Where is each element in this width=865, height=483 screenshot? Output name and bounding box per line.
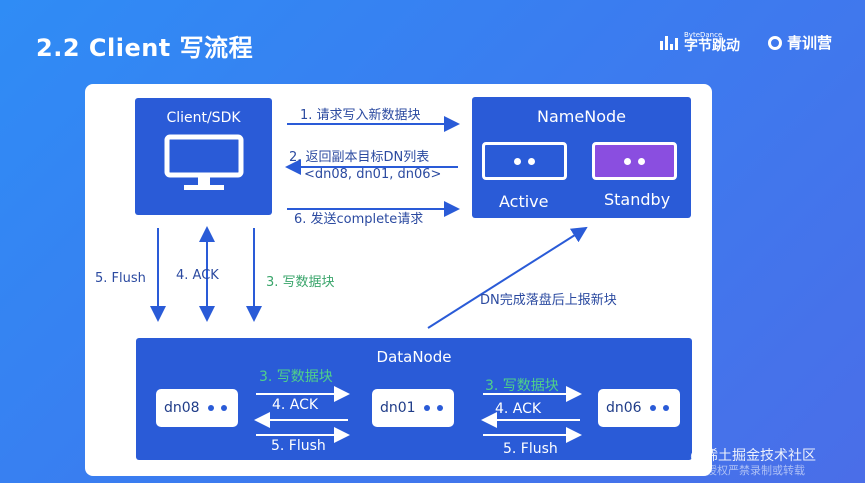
monitor-icon xyxy=(164,134,244,190)
page-title: 2.2 Client 写流程 xyxy=(36,34,254,62)
step2-label: 2. 返回副本目标DN列表 xyxy=(289,150,430,165)
report-label: DN完成落盘后上报新块 xyxy=(480,293,617,308)
step2-list-label: <dn08, dn01, dn06> xyxy=(304,167,442,182)
pipeline-left-write-label: 3. 写数据块 xyxy=(259,369,333,385)
pipeline-right-write-label: 3. 写数据块 xyxy=(485,378,559,394)
write-label: 3. 写数据块 xyxy=(266,275,335,290)
pipeline-left-flush-label: 5. Flush xyxy=(271,438,326,454)
datanode-dn01: dn01 xyxy=(372,389,454,427)
client-label: Client/SDK xyxy=(166,110,241,126)
watermark-sub: 未经授权严禁录制或转载 xyxy=(684,464,805,477)
dn06-label: dn06 xyxy=(606,400,642,416)
camp-logo: 青训营 xyxy=(768,32,832,53)
dots-icon xyxy=(514,157,535,165)
pipeline-right-ack-label: 4. ACK xyxy=(495,401,542,417)
bytedance-text: 字节跳动 xyxy=(684,38,740,54)
pipeline-right-flush-label: 5. Flush xyxy=(503,441,558,457)
client-box: Client/SDK xyxy=(135,98,272,215)
datanode-dn06: dn06 xyxy=(598,389,680,427)
namenode-label: NameNode xyxy=(537,107,626,126)
namenode-active-node xyxy=(482,142,567,180)
dots-icon xyxy=(207,405,227,411)
datanode-dn08: dn08 xyxy=(156,389,238,427)
bytedance-small-text: ByteDance xyxy=(684,31,723,39)
dn08-label: dn08 xyxy=(164,400,200,416)
ack-label: 4. ACK xyxy=(176,268,219,283)
step1-label: 1. 请求写入新数据块 xyxy=(300,108,421,123)
dots-icon xyxy=(649,405,669,411)
flush-label: 5. Flush xyxy=(95,271,146,286)
camp-ring-icon xyxy=(768,35,782,50)
bytedance-bars-icon xyxy=(660,35,678,50)
dots-icon xyxy=(423,405,443,411)
dots-icon xyxy=(624,157,645,165)
step6-label: 6. 发送complete请求 xyxy=(294,212,424,227)
namenode-standby-node xyxy=(592,142,677,180)
dn01-label: dn01 xyxy=(380,400,416,416)
pipeline-left-ack-label: 4. ACK xyxy=(272,397,319,413)
watermark: @稀土掘金技术社区 xyxy=(690,448,816,464)
arrow-report-block xyxy=(427,226,588,329)
camp-text: 青训营 xyxy=(787,34,833,52)
active-label: Active xyxy=(499,192,549,211)
standby-label: Standby xyxy=(604,190,671,209)
datanode-label: DataNode xyxy=(376,348,452,366)
bytedance-logo: ByteDance 字节跳动 xyxy=(660,32,740,53)
